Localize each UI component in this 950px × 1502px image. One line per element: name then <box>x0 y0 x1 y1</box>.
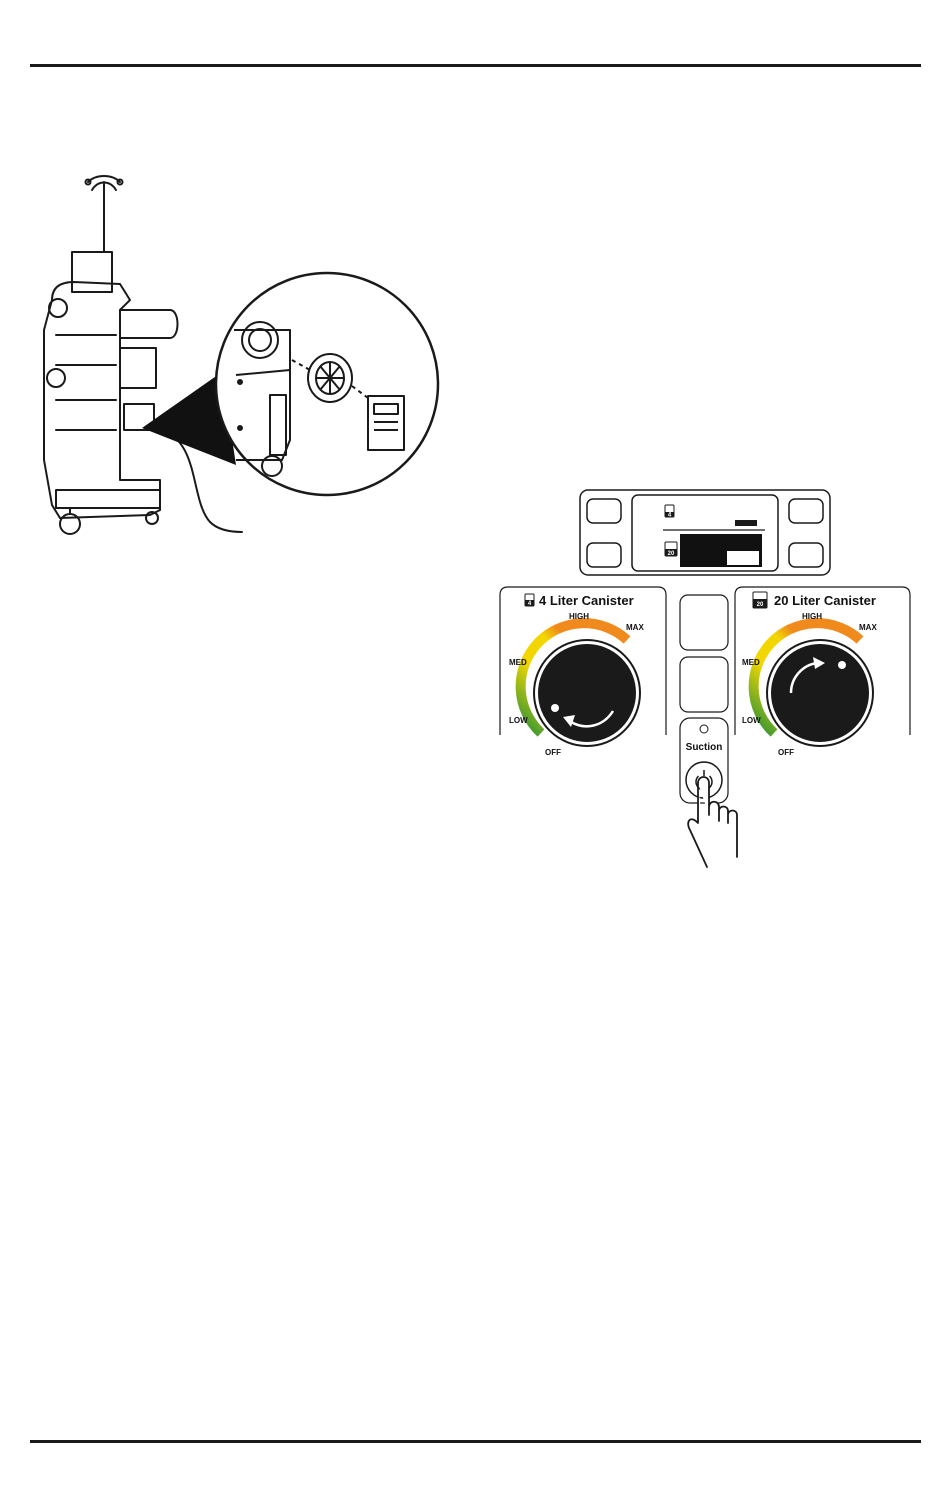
iv-pole <box>86 176 123 252</box>
display-soft-key[interactable] <box>789 543 823 567</box>
right-dial-section: 20 20 Liter Canister HIGH MAX MED LOW OF… <box>735 587 910 757</box>
left-suction-knob[interactable] <box>537 643 637 743</box>
right-dial-title: 20 Liter Canister <box>774 593 876 608</box>
canister-20-icon: 20 <box>757 602 764 608</box>
suction-label: Suction <box>686 742 723 753</box>
right-suction-knob[interactable] <box>770 643 870 743</box>
unit-illustration <box>0 160 460 560</box>
center-button-column: Suction <box>680 595 737 867</box>
right-label-off: OFF <box>778 748 794 757</box>
display-panel: 4 20 <box>580 490 830 575</box>
suction-indicator-light <box>700 725 708 733</box>
right-label-high: HIGH <box>802 612 822 621</box>
footer-rule <box>30 1440 921 1443</box>
left-dial-section: 4 4 Liter Canister HIGH MAX MED LOW OFF <box>500 587 666 757</box>
panel-blank-button[interactable] <box>680 595 728 650</box>
left-label-max: MAX <box>626 623 644 632</box>
top-compartment <box>72 252 112 292</box>
display-soft-key[interactable] <box>789 499 823 523</box>
control-panel-illustration: 4 20 4 4 Liter Canister HIGH MAX MED LOW… <box>495 485 915 880</box>
canister-knob <box>47 369 65 387</box>
display-soft-key[interactable] <box>587 543 621 567</box>
left-label-high: HIGH <box>569 612 589 621</box>
left-label-off: OFF <box>545 748 561 757</box>
left-label-low: LOW <box>509 716 528 725</box>
cart-handle <box>120 310 178 338</box>
knob-indicator-dot <box>551 704 559 712</box>
right-label-low: LOW <box>742 716 761 725</box>
display-canister-20-icon: 20 <box>668 551 675 557</box>
display-soft-key[interactable] <box>587 499 621 523</box>
left-dial-title: 4 Liter Canister <box>539 593 634 608</box>
left-label-med: MED <box>509 658 527 667</box>
magnified-view <box>216 273 438 495</box>
header-rule <box>30 64 921 67</box>
right-label-max: MAX <box>859 623 877 632</box>
panel-blank-button[interactable] <box>680 657 728 712</box>
right-label-med: MED <box>742 658 760 667</box>
knob-indicator-dot <box>838 661 846 669</box>
canister-knob <box>49 299 67 317</box>
